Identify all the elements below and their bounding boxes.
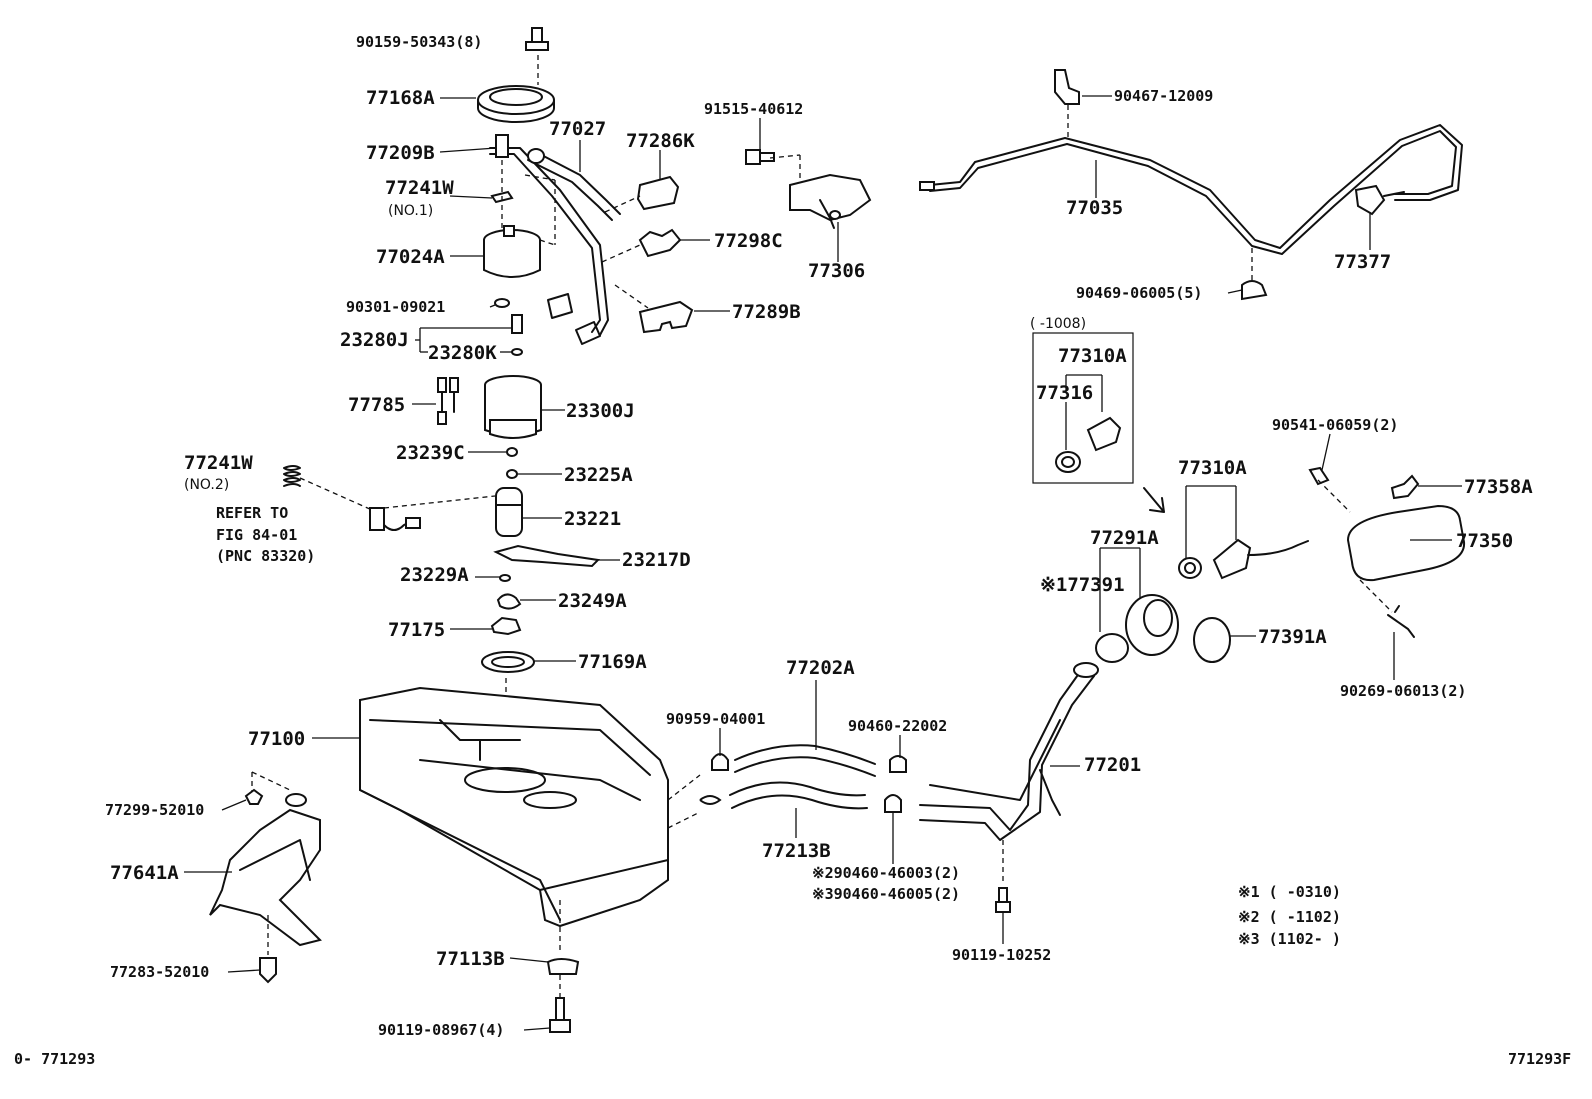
label-77286k: 77286K: [626, 130, 695, 152]
note-star1: ※1 ( -0310): [1238, 883, 1341, 901]
label-77100: 77100: [248, 728, 305, 750]
hose-77202a-icon: [734, 744, 876, 777]
clip-77298c-icon: [638, 228, 682, 258]
bracket-77289b-icon: [638, 300, 694, 334]
label-90469-06005: 90469-06005(5): [1076, 284, 1202, 302]
label-77241w-no2: 77241W: [184, 452, 253, 474]
label-77391a: 77391A: [1258, 626, 1327, 648]
fuel-pump-icon: [495, 487, 523, 537]
label-refer-pnc: (PNC 83320): [216, 547, 315, 565]
label-no2: (NO.2): [184, 477, 229, 493]
label-23280k: 23280K: [428, 342, 497, 364]
label-77175: 77175: [388, 619, 445, 641]
leader-lines: [184, 95, 1462, 1031]
clip-77286k-icon: [636, 175, 680, 211]
filler-neck-icon: [1095, 594, 1231, 663]
label-77358a: 77358A: [1464, 476, 1533, 498]
hose-77213b-icon: [729, 781, 868, 810]
label-90959-04001: 90959-04001: [666, 710, 765, 728]
label-refer-fig: FIG 84-01: [216, 526, 297, 544]
label-23239c: 23239C: [396, 442, 465, 464]
label-77289b: 77289B: [732, 301, 801, 323]
label-77202a: 77202A: [786, 657, 855, 679]
label-77350: 77350: [1456, 530, 1513, 552]
lid-handle-icon: [1354, 184, 1405, 216]
fuel-line-icon: [489, 134, 621, 345]
fuel-lid-icon: [1346, 504, 1466, 582]
label-77035: 77035: [1066, 197, 1123, 219]
footer-left-id: 0- 771293: [14, 1050, 95, 1068]
label-77377: 77377: [1334, 251, 1391, 273]
label-90119-08967: 90119-08967(4): [378, 1021, 504, 1039]
label-77168a: 77168A: [366, 87, 435, 109]
label-90269-06013: 90269-06013(2): [1340, 682, 1466, 700]
label-77641a: 77641A: [110, 862, 179, 884]
label-77213b: 77213B: [762, 840, 831, 862]
fuel-filter-icon: [483, 225, 556, 278]
label-90541-06059: 90541-06059(2): [1272, 416, 1398, 434]
label-star2-90460-46003: ※290460-46003(2): [812, 864, 960, 882]
note-star2: ※2 ( -1102): [1238, 908, 1341, 926]
bolt-90119-10252-icon: [995, 887, 1011, 913]
part-labels: 90159-50343(8) 77168A 77209B 77027 77286…: [14, 33, 1571, 1068]
pump-bracket-icon: [493, 544, 601, 568]
label-77306: 77306: [808, 260, 865, 282]
label-90119-10252: 90119-10252: [952, 946, 1051, 964]
fuel-cap-icon: [1178, 538, 1309, 580]
label-91515-40612: 91515-40612: [704, 100, 803, 118]
label-star1-77391: ※177391: [1040, 574, 1125, 596]
footer-right-id: 771293F: [1508, 1050, 1571, 1068]
label-no1: (NO.1): [388, 203, 433, 219]
label-90301-09021: 90301-09021: [346, 298, 445, 316]
label-77298c: 77298C: [714, 230, 783, 252]
pump-housing-icon: [484, 375, 542, 439]
sender-icon: [369, 507, 421, 531]
bolt-91515-icon: [745, 149, 775, 165]
wire-harness-icon: [437, 377, 459, 425]
filler-pipe-icon: [919, 662, 1099, 841]
label-77113b: 77113B: [436, 948, 505, 970]
label-90159-50343: 90159-50343(8): [356, 33, 482, 51]
label-23249a: 23249A: [558, 590, 627, 612]
label-77310a: 77310A: [1178, 457, 1247, 479]
cap-variant-box: [1032, 332, 1134, 484]
label-23225a: 23225A: [564, 464, 633, 486]
label-23221: 23221: [564, 508, 621, 530]
label-23280j: 23280J: [340, 329, 409, 351]
label-23217d: 23217D: [622, 549, 691, 571]
bolt-90119-icon: [549, 997, 571, 1033]
label-23229a: 23229A: [400, 564, 469, 586]
label-90467-12009: 90467-12009: [1114, 87, 1213, 105]
lid-opener-icon: [789, 173, 872, 229]
label-77291a: 77291A: [1090, 527, 1159, 549]
fuel-tank-icon: [359, 686, 669, 928]
spring-no2-icon: [283, 465, 301, 487]
label-refer-to: REFER TO: [216, 504, 288, 522]
label-77209b: 77209B: [366, 142, 435, 164]
label-star3-90460-46005: ※390460-46005(2): [812, 885, 960, 903]
label-77316: 77316: [1036, 382, 1093, 404]
part-drawings: [209, 27, 1466, 1033]
label-77201: 77201: [1084, 754, 1141, 776]
bolt-90159-icon: [525, 27, 549, 51]
tank-gasket-icon: [481, 651, 535, 673]
heat-shield-icon: [209, 793, 322, 947]
label-77241w-no1: 77241W: [385, 177, 454, 199]
label-range-1008: ( -1008): [1030, 316, 1086, 332]
label-77169a: 77169A: [578, 651, 647, 673]
clip-90467-icon: [1054, 69, 1080, 105]
retainer-ring-icon: [477, 85, 555, 123]
release-cable-icon: [919, 124, 1463, 255]
label-77283-52010: 77283-52010: [110, 963, 209, 981]
fuel-cap-old-icon: [1055, 416, 1122, 473]
label-77027: 77027: [549, 118, 606, 140]
label-23300j: 23300J: [566, 400, 635, 422]
label-77310a-box: 77310A: [1058, 345, 1127, 367]
note-star3: ※3 (1102- ): [1238, 930, 1341, 948]
label-90460-22002: 90460-22002: [848, 717, 947, 735]
label-77299-52010: 77299-52010: [105, 801, 204, 819]
label-77024a: 77024A: [376, 246, 445, 268]
label-77785: 77785: [348, 394, 405, 416]
